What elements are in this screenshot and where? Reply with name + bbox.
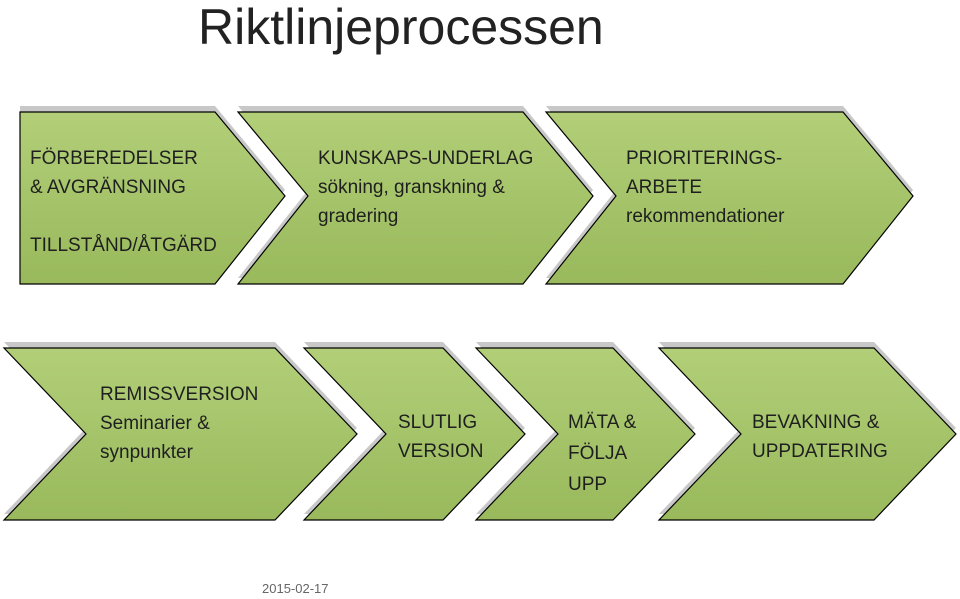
step-remissversion-line: REMISSVERSION <box>100 384 258 405</box>
step-bevakning-label: BEVAKNING & UPPDATERING <box>752 412 888 462</box>
step-remissversion-line: synpunkter <box>100 442 194 463</box>
step-slutlig-version-chevron <box>302 347 526 521</box>
step-mata-folja-upp-line: FÖLJA <box>568 443 627 464</box>
step-forberedelser-chevron <box>19 111 286 285</box>
step-bevakning-line: UPPDATERING <box>752 441 888 462</box>
footer-date: 2015-02-17 <box>262 581 329 596</box>
step-bevakning-chevron <box>657 347 957 521</box>
step-forberedelser-line: TILLSTÅND/ÅTGÄRD <box>30 235 217 256</box>
step-mata-folja-upp-line: UPP <box>568 474 607 495</box>
step-kunskapsunderlag-chevron <box>236 111 594 285</box>
step-kunskapsunderlag-label: KUNSKAPS-UNDERLAG sökning, granskning & gr… <box>318 148 533 227</box>
step-remissversion-chevron <box>2 347 358 521</box>
step-kunskapsunderlag-line: sökning, granskning & <box>318 177 505 198</box>
step-remissversion-line: Seminarier & <box>100 413 210 434</box>
step-slutlig-version-line: VERSION <box>398 441 484 462</box>
step-forberedelser-label: FÖRBEREDELSER & AVGRÄNSNING TILLSTÅND/ÅTGÄ… <box>30 148 217 256</box>
step-prioriteringsarbete-label: PRIORITERINGS- ARBETE rekommendationer <box>626 148 785 227</box>
step-slutlig-version-line: SLUTLIG <box>398 412 477 433</box>
step-slutlig-version-label: SLUTLIG VERSION <box>398 412 484 462</box>
step-mata-folja-upp-line: MÄTA & <box>568 412 637 433</box>
step-prioriteringsarbete-line: PRIORITERINGS- <box>626 148 782 169</box>
page-title: Riktlinjeprocessen <box>198 0 604 55</box>
step-bevakning-line: BEVAKNING & <box>752 412 880 433</box>
step-mata-folja-upp-chevron <box>474 347 696 521</box>
step-forberedelser-line: & AVGRÄNSNING <box>30 177 186 198</box>
step-kunskapsunderlag-line: KUNSKAPS-UNDERLAG <box>318 148 533 169</box>
step-mata-folja-upp-label: MÄTA & FÖLJA UPP <box>568 412 637 495</box>
step-forberedelser-line: FÖRBEREDELSER <box>30 148 198 169</box>
step-remissversion-label: REMISSVERSION Seminarier & synpunkter <box>100 384 258 463</box>
step-prioriteringsarbete-line: ARBETE <box>626 177 702 198</box>
chevron-shapes <box>2 111 957 521</box>
step-kunskapsunderlag-line: gradering <box>318 206 398 227</box>
step-prioriteringsarbete-line: rekommendationer <box>626 206 785 227</box>
step-prioriteringsarbete-chevron <box>544 111 914 285</box>
